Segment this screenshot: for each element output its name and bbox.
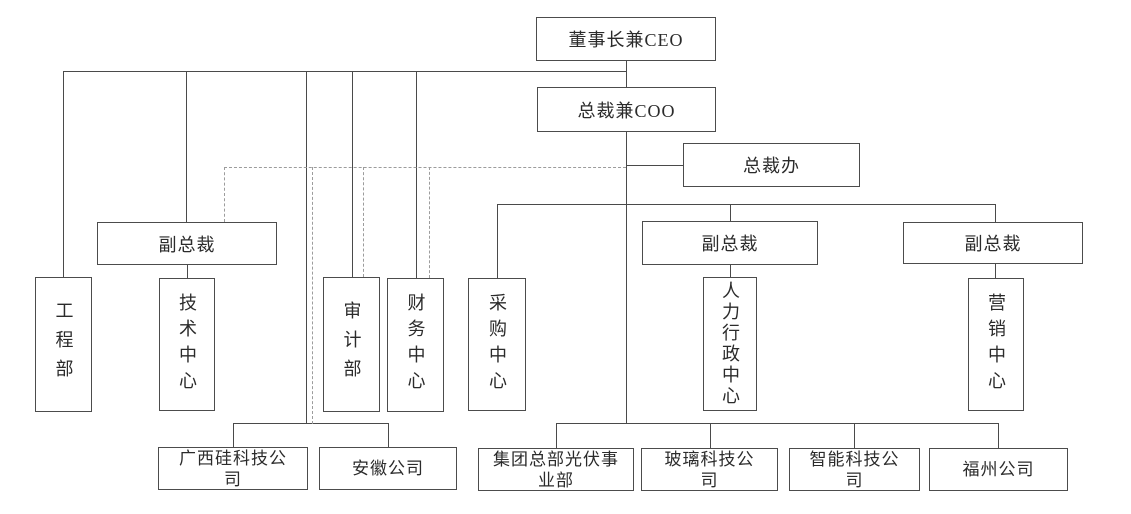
org-node-anhui-company: 安徽公司 — [319, 447, 457, 490]
org-node-marketing-center: 营销中心 — [968, 278, 1024, 411]
connector-stub-anhui — [388, 423, 389, 447]
dashed-drop-vp-left — [224, 167, 225, 222]
org-node-vp-right: 副总裁 — [903, 222, 1083, 264]
org-node-finance-center: 财务中心 — [387, 278, 444, 412]
connector-president-office-link — [626, 165, 685, 166]
org-node-vp-middle: 副总裁 — [642, 221, 818, 265]
connector-drop-procurement — [497, 204, 498, 279]
connector-drop-engineering — [63, 71, 64, 277]
org-node-hq-pv-division: 集团总部光伏事业部 — [478, 448, 634, 491]
connector-drop-finance — [416, 71, 417, 278]
org-node-smart-tech-company: 智能科技公司 — [789, 448, 920, 491]
connector-stub-guangxi — [233, 423, 234, 447]
connector-stub-fuzhou — [998, 423, 999, 448]
connector-coo-level-rail — [497, 204, 995, 205]
org-node-technology-center: 技术中心 — [159, 278, 215, 411]
connector-drop-left-subsidiaries — [306, 71, 307, 424]
connector-vp-middle-hr — [730, 265, 731, 277]
org-node-ceo: 董事长兼CEO — [536, 17, 716, 61]
connector-stub-hq-pv — [556, 423, 557, 448]
dashed-drop-finance — [429, 167, 430, 278]
connector-coo-main-drop — [626, 131, 627, 424]
org-node-engineering-dept: 工程部 — [35, 277, 92, 412]
connector-vp-right-marketing — [995, 264, 996, 278]
org-node-president-office: 总裁办 — [683, 143, 860, 187]
dashed-drop-audit — [363, 167, 364, 277]
org-node-hr-admin-center: 人力行政中心 — [703, 277, 757, 411]
connector-drop-audit — [352, 71, 353, 277]
org-node-guangxi-silicon-company: 广西硅科技公司 — [158, 447, 308, 490]
connector-ceo-sibling-rail — [63, 71, 626, 72]
connector-drop-vp-right — [995, 204, 996, 222]
org-node-fuzhou-company: 福州公司 — [929, 448, 1068, 491]
org-node-audit-dept: 审计部 — [323, 277, 380, 412]
connector-ceo-coo — [626, 60, 627, 87]
connector-stub-glass — [710, 423, 711, 448]
connector-vp-left-technology — [187, 265, 188, 278]
connector-drop-vp-middle — [730, 204, 731, 221]
dashed-drop-left-subsidiaries — [312, 167, 313, 424]
connector-drop-vp-left — [186, 71, 187, 222]
connector-right-subsidiaries-rail — [556, 423, 998, 424]
org-node-vp-left: 副总裁 — [97, 222, 277, 265]
connector-left-subsidiaries-rail — [233, 423, 388, 424]
org-node-procurement-center: 采购中心 — [468, 278, 526, 411]
dashed-rail-president-office — [224, 167, 626, 168]
org-node-glass-tech-company: 玻璃科技公司 — [641, 448, 778, 491]
connector-stub-smart — [854, 423, 855, 448]
org-node-coo: 总裁兼COO — [537, 87, 716, 132]
